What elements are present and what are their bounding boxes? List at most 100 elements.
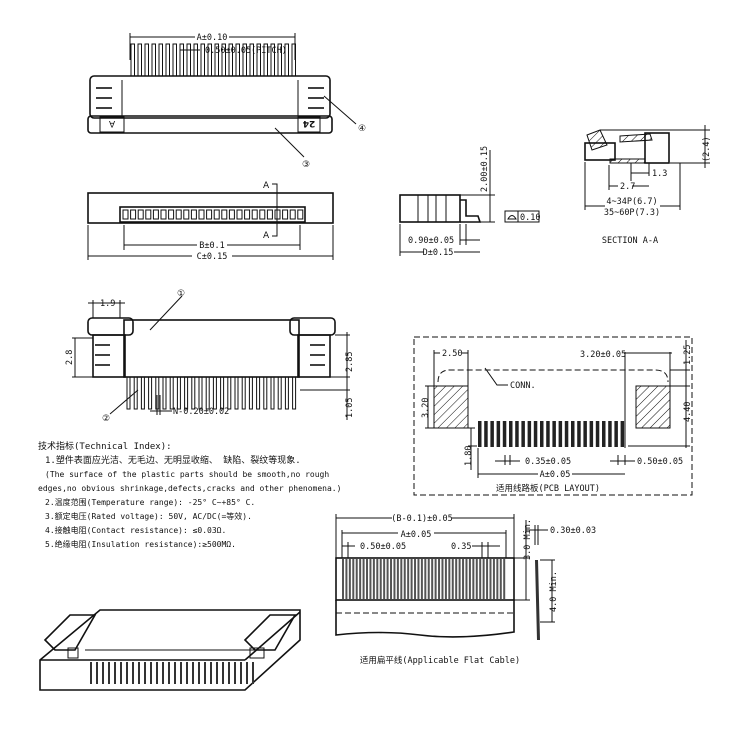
- pin: [200, 43, 205, 77]
- pin: [533, 421, 538, 447]
- pin: [414, 559, 417, 599]
- pin: [266, 209, 273, 220]
- pin: [213, 209, 220, 220]
- tech-line: (The surface of the plastic parts should…: [45, 470, 330, 479]
- callout-3: ③: [302, 160, 310, 170]
- pin: [206, 209, 213, 220]
- pin: [179, 43, 184, 77]
- pin: [204, 662, 206, 684]
- pin: [540, 421, 544, 447]
- pin: [156, 662, 158, 684]
- pin: [434, 559, 437, 599]
- pin: [595, 421, 600, 447]
- pin: [444, 559, 447, 599]
- pcb-d6: 1.80: [464, 446, 474, 466]
- dim-c: C±0.15: [197, 252, 228, 262]
- pin: [114, 662, 116, 684]
- pin: [198, 376, 203, 410]
- section-mark-top: A: [263, 181, 270, 191]
- left-latch-ribs: [96, 87, 112, 109]
- dim-b: B±0.1: [199, 241, 225, 251]
- pin: [158, 43, 163, 77]
- pin: [172, 43, 177, 77]
- front-d4: 1.05: [345, 398, 355, 418]
- pin: [284, 376, 289, 410]
- tech-line: 5.绝缘电阻(Insulation resistance):≥500MΩ.: [45, 540, 236, 549]
- pin: [240, 662, 242, 684]
- pin: [184, 376, 189, 410]
- pcb-title: 适用线路板(PCB LAYOUT): [496, 483, 600, 494]
- pcb-layout: 2.50 3.20±0.05 1.25 4.40 3.20 1.80 0.35±…: [413, 336, 693, 496]
- pin: [355, 559, 358, 599]
- pin: [490, 421, 494, 447]
- pin: [352, 559, 355, 599]
- side-view: 2.00±0.15 0.10 0.90±0.05 D±0.15: [399, 146, 540, 258]
- pin: [396, 559, 399, 599]
- pin: [183, 209, 190, 220]
- pin: [475, 559, 478, 599]
- tech-line: 3.额定电压(Rated voltage): 50V, AC/DC(=等效).: [45, 512, 252, 521]
- callout-2: ②: [102, 414, 110, 424]
- pcb-d2: 3.20±0.05: [580, 350, 626, 360]
- pin: [620, 421, 625, 447]
- section-height: (2.4): [702, 136, 712, 162]
- pin: [345, 559, 348, 599]
- pin: [190, 209, 197, 220]
- pin: [236, 209, 243, 220]
- cable-side-profile: [535, 560, 540, 640]
- pcb-d3: 1.25: [683, 345, 693, 365]
- pin: [458, 559, 461, 599]
- pin: [151, 43, 156, 77]
- section-d2: 2.7: [620, 182, 635, 192]
- pin: [468, 559, 471, 599]
- pin: [150, 662, 152, 684]
- section-a-a: (2.4) 1.3 2.7 4~34P(6.7) 35~60P(7.3) SEC…: [584, 125, 712, 246]
- pin: [577, 421, 581, 447]
- pin: [499, 559, 502, 599]
- pin: [212, 376, 217, 410]
- pin: [205, 376, 210, 410]
- pin: [552, 421, 556, 447]
- pin: [256, 376, 261, 410]
- pin: [502, 421, 507, 447]
- section-d1: 1.3: [652, 169, 667, 179]
- pin: [198, 209, 205, 220]
- pin: [472, 559, 475, 599]
- tech-line: 1.塑件表面应光洁、无毛边、无明显收缩、 缺陷、裂纹等现象.: [45, 456, 301, 466]
- section-mark-bottom: A: [263, 231, 270, 241]
- tech-line: 2.温度范围(Temperature range): -25° C~+85° C…: [45, 498, 256, 507]
- flatness-icon: [507, 215, 517, 220]
- pin: [234, 376, 239, 410]
- pin: [227, 376, 232, 410]
- contact-slot: [119, 206, 306, 223]
- pcb-d9: A±0.05: [540, 470, 571, 480]
- section-title: SECTION A-A: [602, 236, 658, 246]
- pin: [198, 662, 200, 684]
- pin: [438, 559, 441, 599]
- pin: [420, 559, 423, 599]
- pin: [427, 559, 430, 599]
- pin: [152, 209, 159, 220]
- callout-1: ①: [177, 289, 185, 299]
- section-d4: 35~60P(7.3): [604, 208, 660, 218]
- pin: [564, 421, 569, 447]
- pin: [138, 662, 140, 684]
- cable-d3: 0.50±0.05: [360, 542, 406, 552]
- pin: [130, 43, 135, 77]
- tech-line: edges,no obvious shrinkage,defects,crack…: [38, 484, 342, 493]
- pin: [102, 662, 104, 684]
- pin: [137, 43, 142, 77]
- pcb-conn-label: CONN.: [510, 381, 536, 391]
- pin: [362, 559, 365, 599]
- pin: [451, 559, 454, 599]
- pin: [160, 209, 167, 220]
- front-view: 1.9 2.8 2.85 1.05 N-0.20±0.02 ① ②: [65, 289, 355, 424]
- pin: [431, 559, 434, 599]
- pin: [193, 43, 198, 77]
- pin: [359, 559, 362, 599]
- pcb-d7: 0.35±0.05: [525, 457, 571, 467]
- pin: [263, 376, 268, 410]
- tech-line: 4.接触电阻(Contact resistance): ≤0.03Ω.: [45, 526, 227, 535]
- cable-d5: 3.0 Min.: [523, 519, 533, 560]
- pin: [589, 421, 594, 447]
